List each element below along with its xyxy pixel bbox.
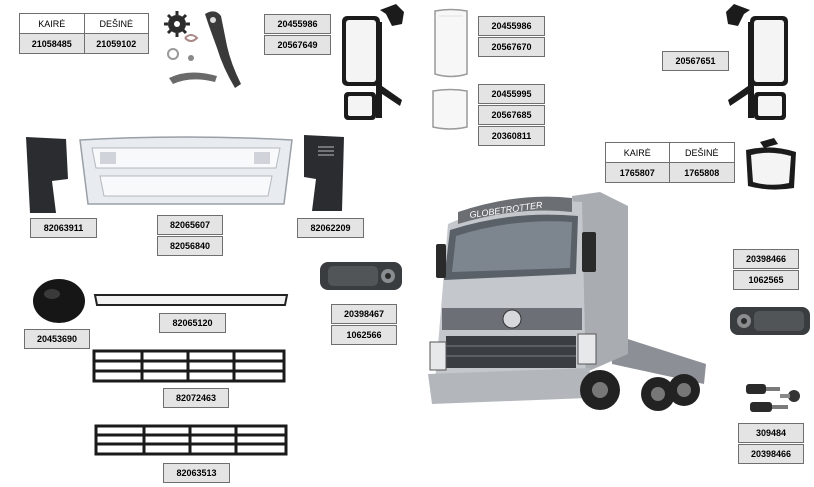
mirror-part-number: 20567649 [264,35,331,55]
header-right: DEŠINĖ [668,142,736,163]
header-left: KAIRĖ [19,13,85,34]
volvo-truck-image: GLOBETROTTER [428,192,706,411]
center-handle-part-number: 1062566 [331,325,397,345]
mirror-part-number: 20455986 [264,14,331,34]
glass-part-number: 20455986 [478,16,545,36]
right-corner-part-number: 82062209 [297,218,364,238]
right-corner-panel-image [304,135,344,211]
right-handle-part-number: 1062565 [733,270,799,290]
gear-icon [164,11,190,37]
round-cover-part-number: 20453690 [24,329,90,349]
locks-part-number: 309484 [738,423,804,443]
left-corner-part-number: 82063911 [30,218,97,238]
right-mirror-assembly-image [726,4,788,120]
front-panel-part-number: 82056840 [157,236,223,256]
header-left: KAIRĖ [605,142,670,163]
bottom-grille-image [94,424,288,456]
center-handle-part-number: 20398467 [331,304,397,324]
glass-part-number: 20567670 [478,37,545,57]
glass-small-part-number: 20567685 [478,105,545,125]
strip-part-number: 82065120 [159,313,226,333]
value-right: 1765808 [668,162,736,183]
right-handle-part-number: 20398466 [733,249,799,269]
locks-part-number: 20398466 [738,444,804,464]
bottom-grille-part-number: 82063513 [163,463,230,483]
trim-strip-image [93,294,289,306]
mirror-glass-large-image [434,8,468,78]
lock-cylinders-keys-image [746,384,800,412]
door-handle-mechanism-image [164,11,241,88]
round-cover-image [33,279,85,323]
value-right: 21059102 [83,33,149,54]
value-left: 21058485 [19,33,85,54]
lower-grille-part-number: 82072463 [163,388,229,408]
left-corner-panel-image [26,137,68,213]
mirror-glass-small-image [432,88,468,130]
wide-angle-mirror-image [746,138,796,190]
right-mirror-part-number: 20567651 [662,51,729,71]
center-door-handle-image [320,262,402,290]
value-left: 1765807 [605,162,670,183]
right-side-table: KAIRĖ DEŠINĖ 1765807 1765808 [605,142,736,183]
left-mirror-assembly-image [342,4,404,120]
glass-small-part-number: 20455995 [478,84,545,104]
right-door-handle-image [730,307,810,335]
front-panel-part-number: 82065607 [157,215,223,235]
front-panel-image [79,136,293,205]
glass-small-part-number: 20360811 [478,126,545,146]
header-right: DEŠINĖ [83,13,149,34]
top-left-side-table: KAIRĖ DEŠINĖ 21058485 21059102 [19,13,149,54]
lower-grille-image [92,349,286,383]
